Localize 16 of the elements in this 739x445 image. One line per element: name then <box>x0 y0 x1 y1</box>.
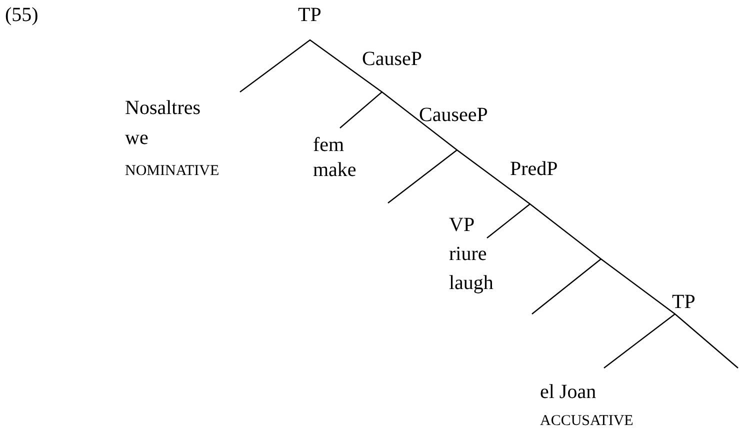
word-label: Nosaltres <box>125 97 201 119</box>
word-label: fem <box>313 134 344 156</box>
category-label: CauseeP <box>419 104 488 126</box>
gloss-label: we <box>125 127 148 149</box>
example-number: (55) <box>5 4 38 26</box>
word-label: el Joan <box>540 381 596 403</box>
category-label: TP <box>298 4 322 26</box>
case-label: NOMINATIVE <box>125 162 220 180</box>
gloss-label: make <box>313 159 356 181</box>
case-label: ACCUSATIVE <box>540 412 634 430</box>
gloss-label: laugh <box>449 272 494 294</box>
category-label: VP <box>449 214 475 236</box>
category-label: PredP <box>510 158 558 180</box>
category-label: TP <box>672 291 696 313</box>
word-label: riure <box>449 243 487 265</box>
category-label: CauseP <box>362 48 422 70</box>
